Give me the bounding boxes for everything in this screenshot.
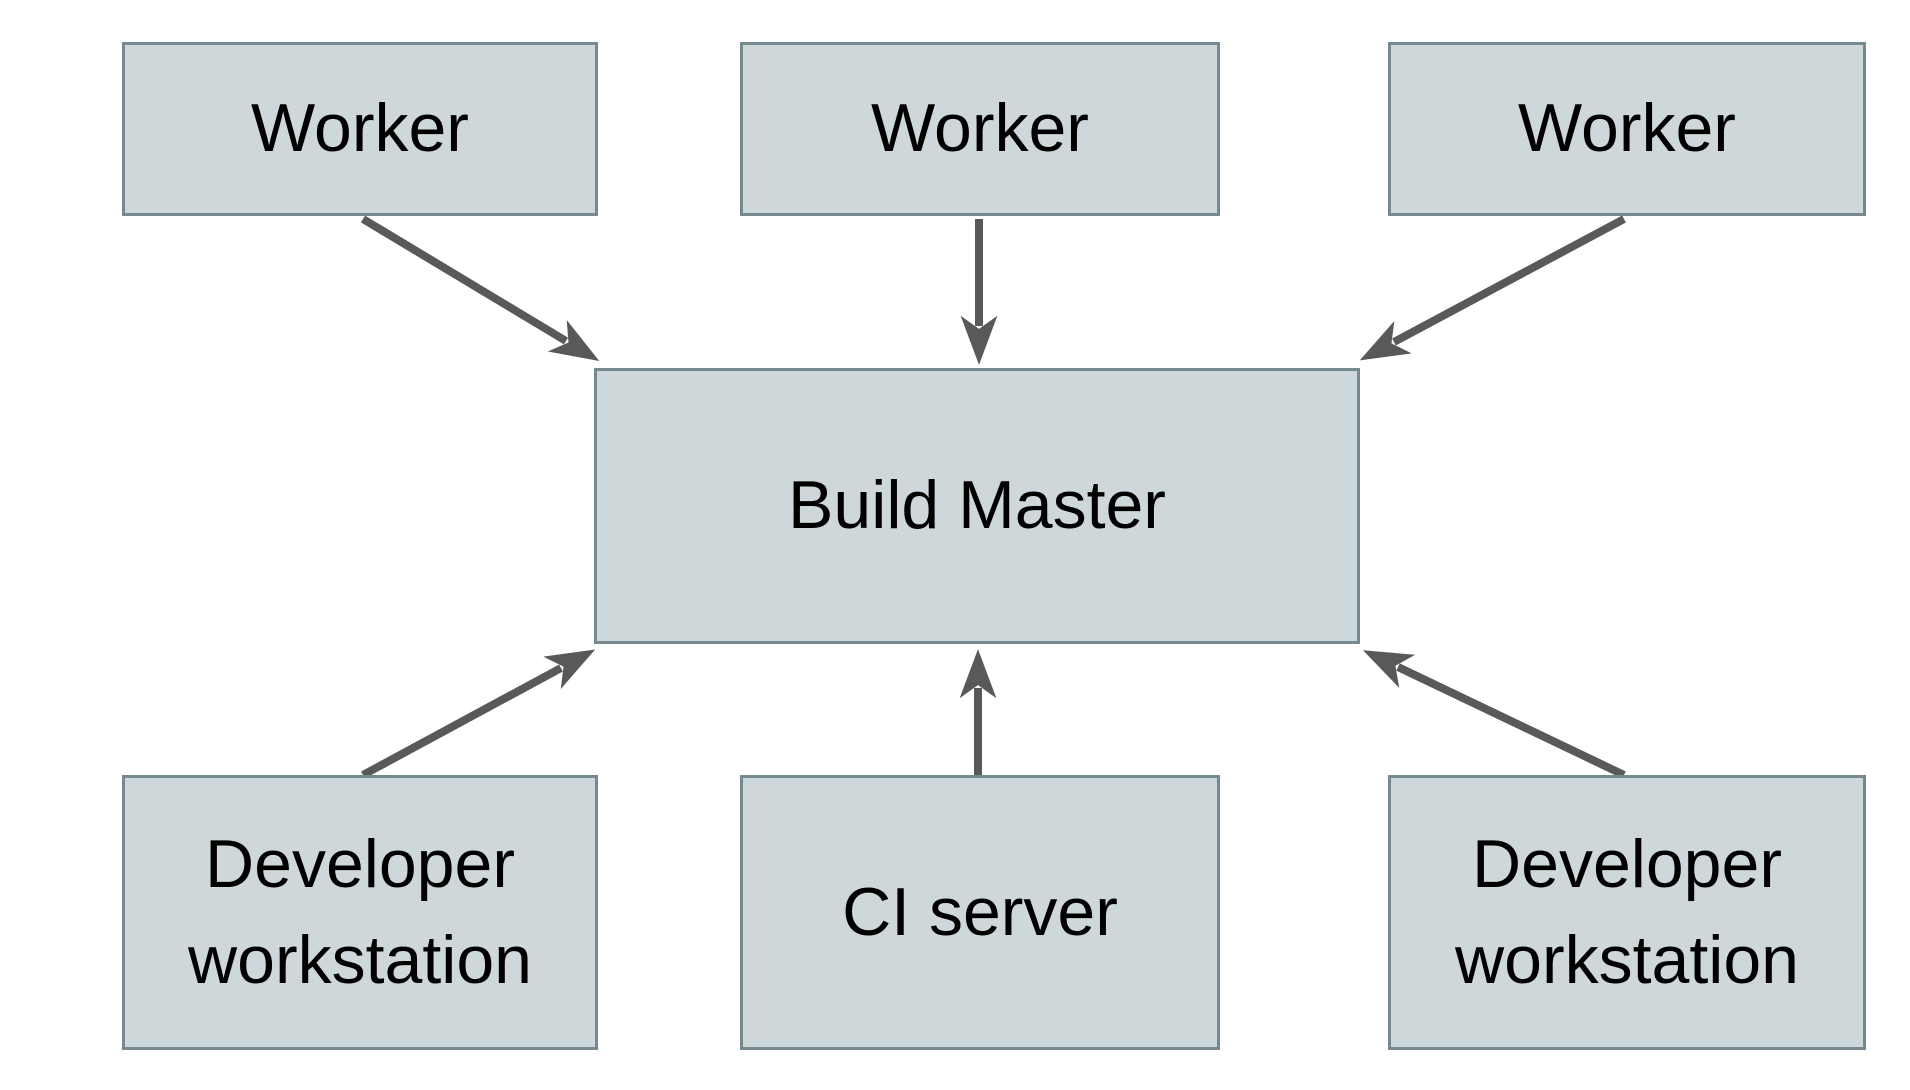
arrow-dev-left-to-build-master (361, 649, 596, 779)
node-label: Build Master (788, 467, 1166, 544)
arrow-worker-right-to-build-master (1359, 215, 1626, 361)
node-worker-top-left: Worker (122, 42, 598, 216)
node-label: Developer workstation (1455, 826, 1799, 998)
node-developer-workstation-left: Developer workstation (122, 775, 598, 1050)
node-label: CI server (842, 873, 1118, 950)
node-label: Worker (1518, 90, 1736, 167)
node-ci-server: CI server (740, 775, 1220, 1050)
node-label: Worker (871, 90, 1089, 167)
arrow-worker-left-to-build-master (360, 215, 600, 362)
node-label: Worker (251, 90, 469, 167)
arrow-dev-right-to-build-master (1362, 650, 1626, 779)
node-build-master: Build Master (594, 368, 1360, 644)
node-worker-top-middle: Worker (740, 42, 1220, 216)
node-worker-top-right: Worker (1388, 42, 1866, 216)
node-label: Developer workstation (188, 826, 532, 998)
node-developer-workstation-right: Developer workstation (1388, 775, 1866, 1050)
